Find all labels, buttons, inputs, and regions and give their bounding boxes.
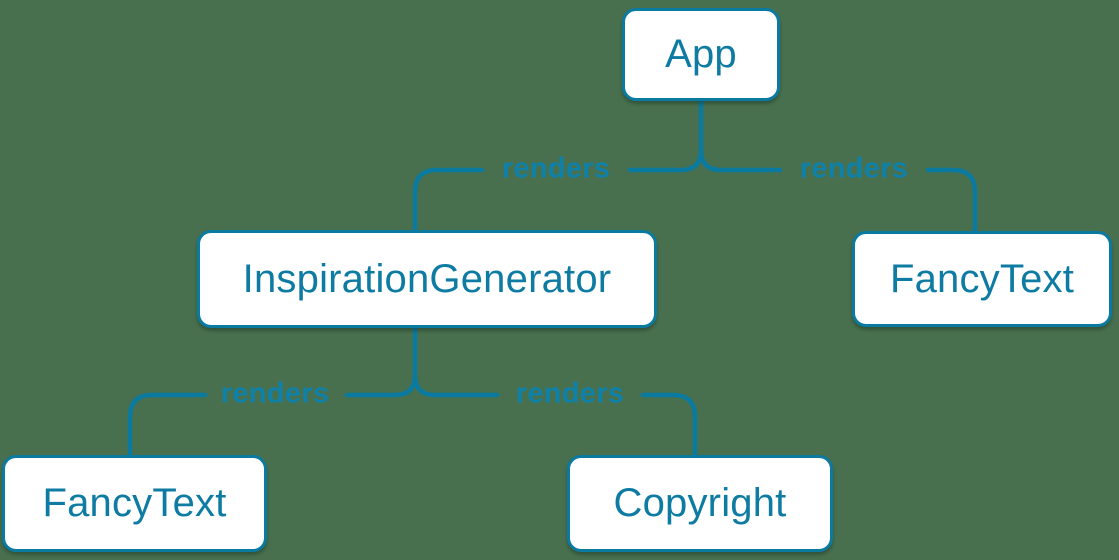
node-copyright: Copyright [567,455,833,552]
edge-app-fancytext-line-right [925,167,978,234]
edge-app-inspiration-line-right [627,147,704,173]
node-fancytext-left-label: FancyText [42,481,227,525]
edge-label-app-fancytext: renders [799,152,909,185]
edge-inspiration-fancytext-line-right [344,372,418,398]
edge-inspiration-copyright-line-right [640,392,698,458]
node-app: App [622,8,780,101]
node-fancytext-left: FancyText [2,455,267,552]
edge-inspiration-copyright-line-left [412,372,500,398]
edge-app-fancytext-line-left [698,147,783,173]
edge-inspiration-fancytext-line-left [127,392,208,458]
node-fancytext-right: FancyText [852,231,1112,327]
edge-label-inspiration-fancytext: renders [220,377,330,410]
node-inspiration-generator-label: InspirationGenerator [242,256,612,301]
node-app-label: App [665,32,737,76]
node-inspiration-generator: InspirationGenerator [197,230,657,328]
edge-label-inspiration-copyright: renders [515,377,625,410]
node-copyright-label: Copyright [613,481,787,525]
node-fancytext-right-label: FancyText [889,256,1075,301]
edge-label-app-inspiration: renders [501,152,611,185]
edge-app-inspiration-line-left [412,167,485,233]
